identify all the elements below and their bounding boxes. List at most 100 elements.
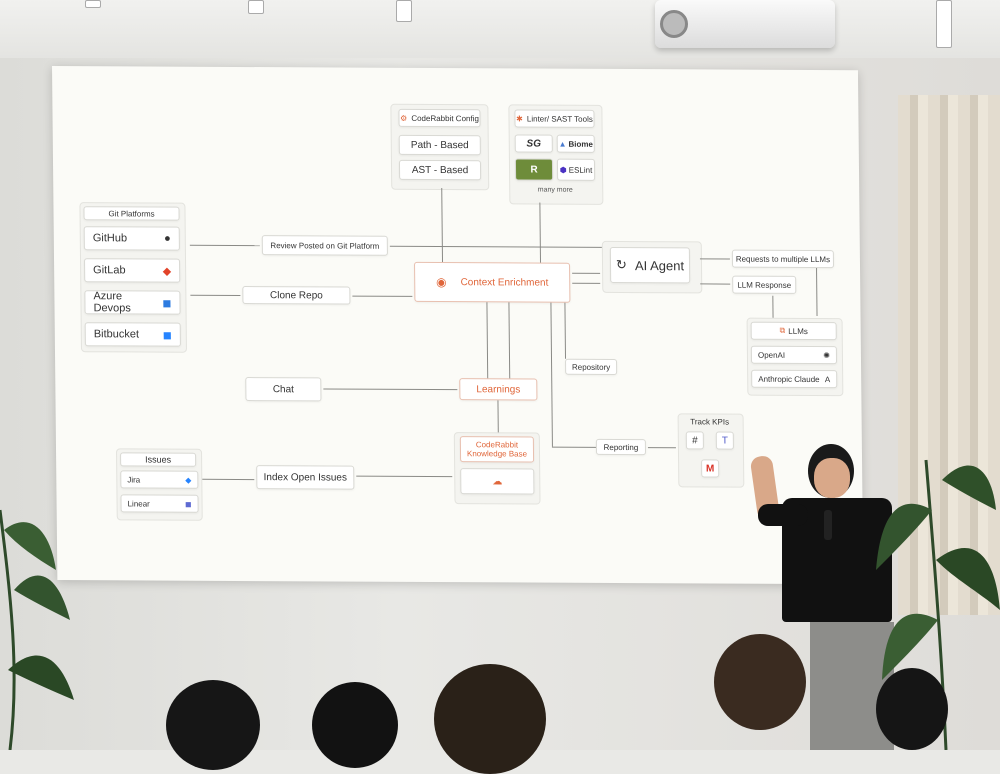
agent-icon: ↻ [615, 256, 627, 273]
tool-r-label: R [530, 164, 538, 176]
config-path-label: Path - Based [410, 139, 469, 151]
config-title: ⚙ CodeRabbit Config [398, 108, 481, 128]
index-issues-box: Index Open Issues [256, 465, 355, 490]
biome-icon: ▲ [558, 139, 567, 149]
arrow-context-agent [572, 272, 601, 274]
config-icon: ⚙ [400, 113, 408, 123]
arrow-agent-context [572, 282, 601, 284]
reporting-box: Reporting [595, 438, 647, 456]
issue-jira: Jira ◆ [120, 470, 199, 489]
audience-head [876, 668, 948, 750]
teams-icon: T [715, 431, 734, 450]
config-ast-label: AST - Based [411, 164, 469, 176]
jira-label: Jira [127, 474, 141, 484]
arrow-repository-context [564, 302, 567, 359]
eslint-icon: ⬢ [559, 165, 567, 175]
clone-repo-label: Clone Repo [269, 289, 323, 301]
github-label: GitHub [92, 232, 128, 245]
projector-lens [660, 10, 688, 38]
arrow-index-kb [356, 475, 453, 478]
review-posted-label: Review Posted on Git Platform [270, 240, 380, 251]
tool-biome-label: Biome [568, 139, 593, 149]
ceiling-light [396, 0, 412, 22]
llms-title-text: LLMs [788, 326, 808, 336]
speaker [748, 440, 908, 750]
git-github: GitHub ● [83, 226, 180, 251]
jira-icon: ◆ [185, 475, 192, 485]
ceiling-light [85, 0, 101, 8]
repository-box: Repository [565, 358, 618, 375]
git-bitbucket: Bitbucket ◼ [84, 322, 181, 347]
openai-icon: ✺ [823, 350, 830, 360]
github-icon: ● [164, 232, 171, 245]
kb-line2: Knowledge Base [466, 449, 528, 459]
ai-agent-box: ↻ AI Agent [609, 246, 691, 284]
config-path-based: Path - Based [398, 134, 481, 156]
arrow-config-context [441, 188, 444, 263]
speaker-sleeve [758, 504, 808, 526]
arrow-linters-context [539, 202, 542, 263]
ceiling-light [248, 0, 264, 14]
linters-more: many more [537, 186, 573, 194]
ceiling [0, 0, 1000, 58]
config-title-text: CodeRabbit Config [411, 113, 479, 123]
bitbucket-label: Bitbucket [93, 328, 140, 341]
reporting-label: Reporting [603, 442, 639, 452]
tool-biome: ▲Biome [556, 134, 595, 153]
git-title: Git Platforms [83, 206, 180, 221]
anthropic-icon: A [824, 374, 831, 384]
tool-eslint-label: ESLint [568, 165, 593, 175]
gitlab-icon: ◆ [162, 265, 172, 278]
arrow-review-git [189, 244, 260, 247]
audience-head [714, 634, 806, 730]
requests-box: Requests to multiple LLMs [731, 249, 835, 269]
arrow-reporting-kpis [647, 447, 676, 449]
linter-icon: ✱ [516, 113, 523, 123]
tool-sg-label: SG [526, 137, 542, 150]
ai-agent-label: AI Agent [634, 257, 685, 273]
arrow-learnings-context [508, 302, 511, 379]
gitlab-label: GitLab [93, 264, 126, 277]
arrow-learnings-kb [497, 400, 499, 433]
context-enrichment-box: ◉ Context Enrichment [414, 261, 571, 303]
kpis-title: Track KPIs [690, 417, 730, 427]
arrow-git-clone [190, 294, 241, 296]
llm-openai: OpenAI ✺ [750, 345, 838, 365]
tool-sg: SG [514, 134, 553, 153]
azure-label: Azure Devops [93, 290, 131, 315]
llm-response-label: LLM Response [737, 280, 792, 290]
context-enrichment-label: Context Enrichment [460, 276, 549, 289]
arrow-to-reporting [551, 446, 596, 448]
gmail-icon: M [701, 459, 720, 478]
ceiling-light [936, 0, 952, 48]
arrow-clone-context [352, 295, 413, 297]
arrow-context-reporting [550, 302, 553, 447]
coderabbit-logo-icon: ◉ [435, 275, 447, 290]
llm-claude: Anthropic Claude A [751, 369, 838, 389]
config-ast-based: AST - Based [398, 159, 482, 181]
linear-icon: ◼ [184, 499, 192, 509]
arrow-requests-llms [816, 268, 818, 317]
kb-title-box: CodeRabbit Knowledge Base [459, 436, 535, 463]
requests-label: Requests to multiple LLMs [735, 254, 831, 264]
repository-label: Repository [571, 362, 611, 372]
arrow-response-agent [700, 283, 731, 285]
arrow-agent-review [389, 245, 602, 248]
audience-head [434, 664, 546, 774]
learnings-label: Learnings [476, 383, 521, 395]
arrow-context-learnings [486, 302, 489, 379]
bitbucket-icon: ◼ [162, 329, 172, 342]
llms-title: ⧉LLMs [750, 321, 837, 341]
slack-icon: # [685, 431, 704, 450]
git-azure: Azure Devops ◼ [84, 290, 181, 315]
chat-box: Chat [245, 377, 322, 402]
claude-label: Anthropic Claude [758, 374, 820, 384]
openai-label: OpenAI [757, 350, 786, 360]
index-issues-label: Index Open Issues [263, 471, 348, 484]
kb-graphic: ☁ [460, 468, 535, 495]
azure-icon: ◼ [162, 297, 172, 310]
learnings-box: Learnings [459, 378, 538, 401]
issues-title: Issues [120, 452, 197, 467]
review-posted-box: Review Posted on Git Platform [261, 235, 388, 256]
